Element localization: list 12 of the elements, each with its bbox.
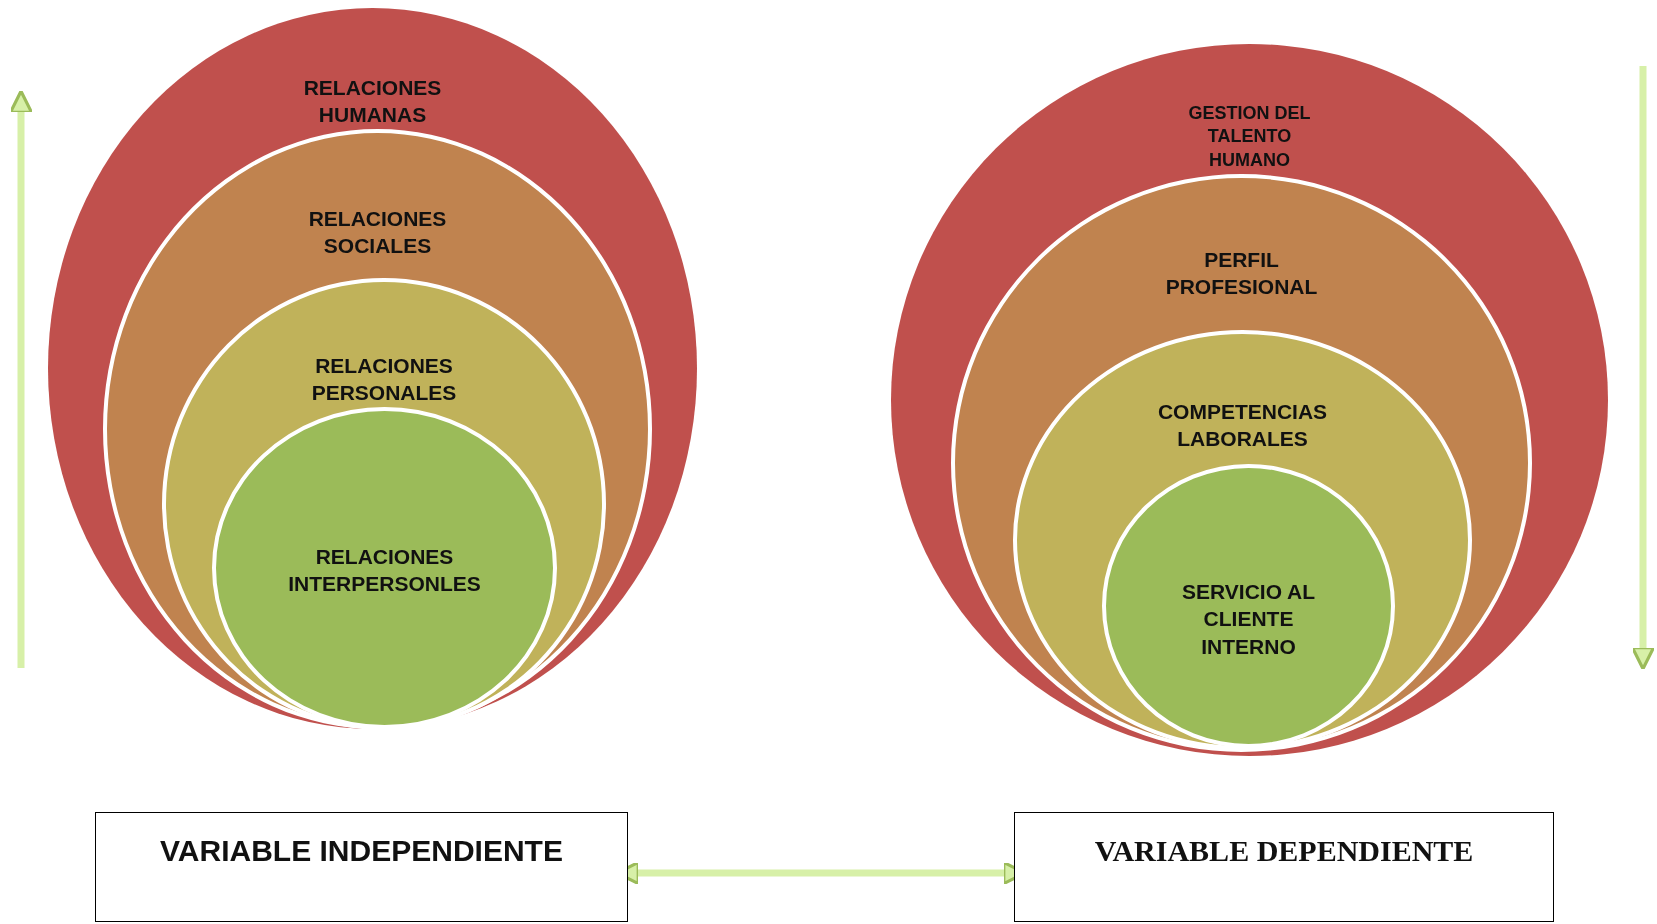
node-label: RELACIONES PERSONALES (310, 353, 458, 407)
node-label: RELACIONES SOCIALES (307, 206, 448, 260)
node-label: PERFIL PROFESIONAL (1164, 247, 1319, 301)
node-label: RELACIONES HUMANAS (302, 75, 443, 129)
node-label: VARIABLE DEPENDIENTE (1093, 833, 1475, 869)
node-label: GESTION DEL TALENTO HUMANO (1187, 102, 1312, 172)
node-label: SERVICIO AL CLIENTE INTERNO (1181, 579, 1316, 660)
variable-box (95, 812, 628, 922)
node-label: COMPETENCIAS LABORALES (1156, 399, 1329, 453)
node-label: VARIABLE INDEPENDIENTE (159, 833, 564, 869)
variable-box (1014, 812, 1554, 922)
node-label: RELACIONES INTERPERSONLES (287, 544, 482, 598)
